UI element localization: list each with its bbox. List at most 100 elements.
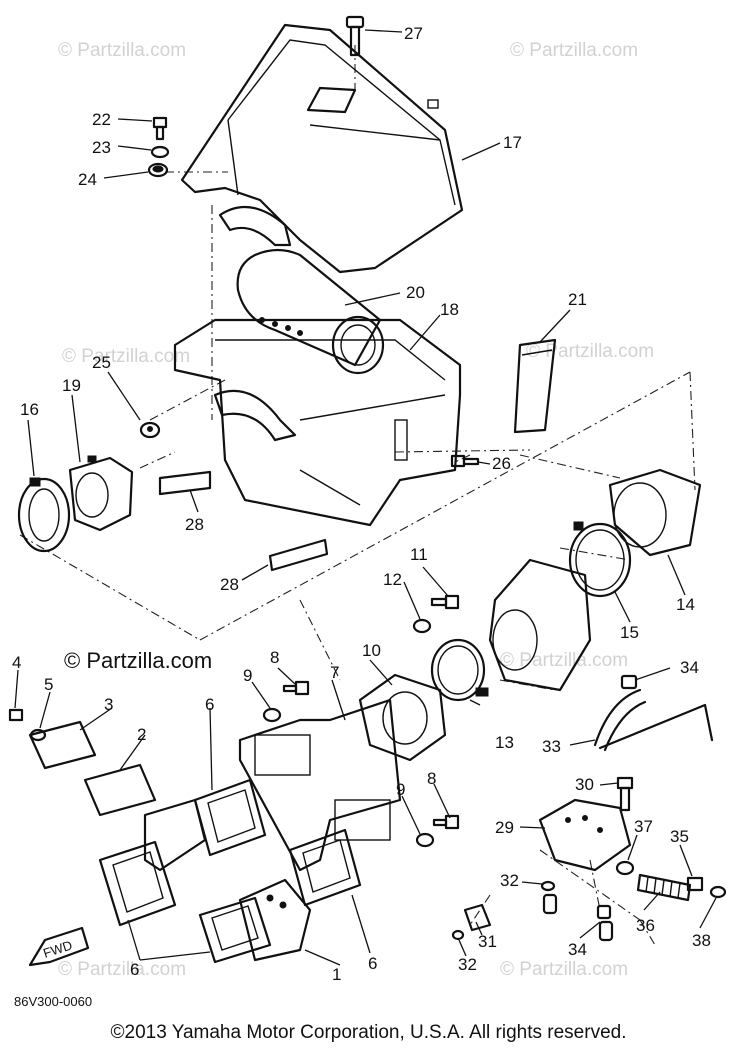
gasket-6-upper bbox=[193, 778, 267, 857]
callout-7: 7 bbox=[330, 663, 339, 682]
clip-32-upper bbox=[540, 880, 556, 892]
adapter-19 bbox=[68, 455, 134, 532]
intake-boot-14 bbox=[608, 468, 702, 557]
bolt-27 bbox=[345, 15, 365, 57]
callout-23: 23 bbox=[92, 138, 111, 157]
callout-11: 11 bbox=[410, 545, 428, 564]
bolt-11 bbox=[430, 594, 460, 610]
pad-28-upper bbox=[158, 470, 212, 496]
callout-24: 24 bbox=[78, 170, 97, 189]
callout-29: 29 bbox=[495, 818, 514, 837]
washer-12 bbox=[412, 618, 432, 634]
grommet-24 bbox=[147, 162, 169, 178]
gasket-6-left bbox=[98, 840, 177, 927]
airbox-cover-17 bbox=[180, 23, 464, 274]
callout-35: 35 bbox=[670, 827, 689, 846]
copyright-notice: ©2013 Yamaha Motor Corporation, U.S.A. A… bbox=[110, 1022, 627, 1043]
reed-block bbox=[143, 798, 207, 872]
callout-12: 12 bbox=[383, 570, 402, 589]
assembly-guide-lines bbox=[19, 45, 696, 946]
callout-9-lower: 9 bbox=[396, 780, 405, 799]
callout-32-lower: 32 bbox=[458, 955, 477, 974]
callout-8-upper: 8 bbox=[270, 648, 279, 667]
intake-manifold-7 bbox=[238, 698, 402, 872]
callout-6-right: 6 bbox=[368, 954, 377, 973]
watermark-layer: © Partzilla.com © Partzilla.com © Partzi… bbox=[58, 40, 654, 980]
bolt-8-lower bbox=[432, 814, 460, 830]
washer-9-upper bbox=[262, 707, 282, 723]
callout-30: 30 bbox=[575, 775, 594, 794]
callout-37: 37 bbox=[634, 817, 653, 836]
callout-6-upper: 6 bbox=[205, 695, 214, 714]
watermark-text: © Partzilla.com bbox=[510, 40, 638, 61]
callout-17: 17 bbox=[503, 133, 522, 152]
callout-32-upper: 32 bbox=[500, 871, 519, 890]
gasket-6-lower bbox=[198, 896, 272, 964]
callout-leaders bbox=[14, 29, 717, 966]
callout-labels: 27 22 23 24 17 20 18 21 25 19 16 26 28 2… bbox=[12, 24, 711, 984]
callout-4: 4 bbox=[12, 653, 21, 672]
clamp-13 bbox=[430, 638, 489, 702]
screw-22 bbox=[152, 116, 168, 141]
callout-18: 18 bbox=[440, 300, 459, 319]
pad-28-lower bbox=[268, 538, 329, 572]
fuel-pump-29 bbox=[538, 798, 632, 872]
bolt-8-upper bbox=[282, 680, 310, 696]
band-16 bbox=[17, 477, 71, 553]
watermark-text: © Partzilla.com bbox=[500, 959, 628, 980]
watermark-text: © Partzilla.com bbox=[526, 341, 654, 362]
callout-28-lower: 28 bbox=[220, 575, 239, 594]
callout-9-upper: 9 bbox=[243, 666, 252, 685]
callout-10: 10 bbox=[362, 641, 381, 660]
washer-9-lower bbox=[415, 832, 435, 848]
clip-37 bbox=[615, 860, 635, 876]
clamp-15 bbox=[568, 521, 632, 598]
connector-34-upper bbox=[620, 674, 638, 690]
callout-15: 15 bbox=[620, 623, 639, 642]
hose-32-piece bbox=[542, 893, 558, 915]
clip-32-lower bbox=[451, 929, 465, 941]
callout-33: 33 bbox=[542, 737, 561, 756]
airbox-case-18 bbox=[173, 318, 462, 527]
callout-25: 25 bbox=[92, 353, 111, 372]
callout-26: 26 bbox=[492, 454, 511, 473]
callout-3: 3 bbox=[104, 695, 113, 714]
washer-5 bbox=[29, 728, 47, 742]
callout-34-upper: 34 bbox=[680, 658, 699, 677]
carb-joint-10 bbox=[358, 673, 447, 762]
fwd-label: FWD bbox=[41, 937, 74, 960]
watermark-text: © Partzilla.com bbox=[62, 346, 190, 367]
diagram-code: 86V300-0060 bbox=[14, 994, 92, 1009]
reed-valve-1 bbox=[238, 878, 312, 962]
hose-33 bbox=[593, 688, 714, 752]
callout-20: 20 bbox=[406, 283, 425, 302]
bolt-26 bbox=[450, 454, 480, 468]
hose-36 bbox=[636, 873, 692, 902]
washer-23 bbox=[150, 145, 170, 159]
intake-tube-20 bbox=[236, 248, 385, 375]
clip-38 bbox=[709, 885, 727, 899]
reed-petal-3 bbox=[28, 720, 97, 770]
filter-element-21 bbox=[513, 338, 557, 434]
watermark-text: © Partzilla.com bbox=[500, 650, 628, 671]
callout-1: 1 bbox=[332, 965, 341, 984]
reed-stopper-2 bbox=[83, 763, 157, 817]
watermark-text: © Partzilla.com bbox=[58, 959, 186, 980]
connector-34-lower bbox=[596, 904, 614, 942]
fitting-35 bbox=[686, 876, 704, 892]
watermark-text-dark: © Partzilla.com bbox=[64, 648, 212, 673]
callout-6-left: 6 bbox=[130, 960, 139, 979]
hose-31 bbox=[463, 903, 492, 932]
callout-14: 14 bbox=[676, 595, 695, 614]
callout-34-lower: 34 bbox=[568, 940, 587, 959]
callout-36: 36 bbox=[636, 916, 655, 935]
callout-27: 27 bbox=[404, 24, 423, 43]
bolt-30 bbox=[616, 776, 634, 812]
forward-arrow: FWD bbox=[28, 926, 90, 967]
callout-8-lower: 8 bbox=[427, 769, 436, 788]
callout-2: 2 bbox=[137, 725, 146, 744]
callout-21: 21 bbox=[568, 290, 587, 309]
watermark-text: © Partzilla.com bbox=[58, 40, 186, 61]
screw-4 bbox=[8, 708, 24, 722]
